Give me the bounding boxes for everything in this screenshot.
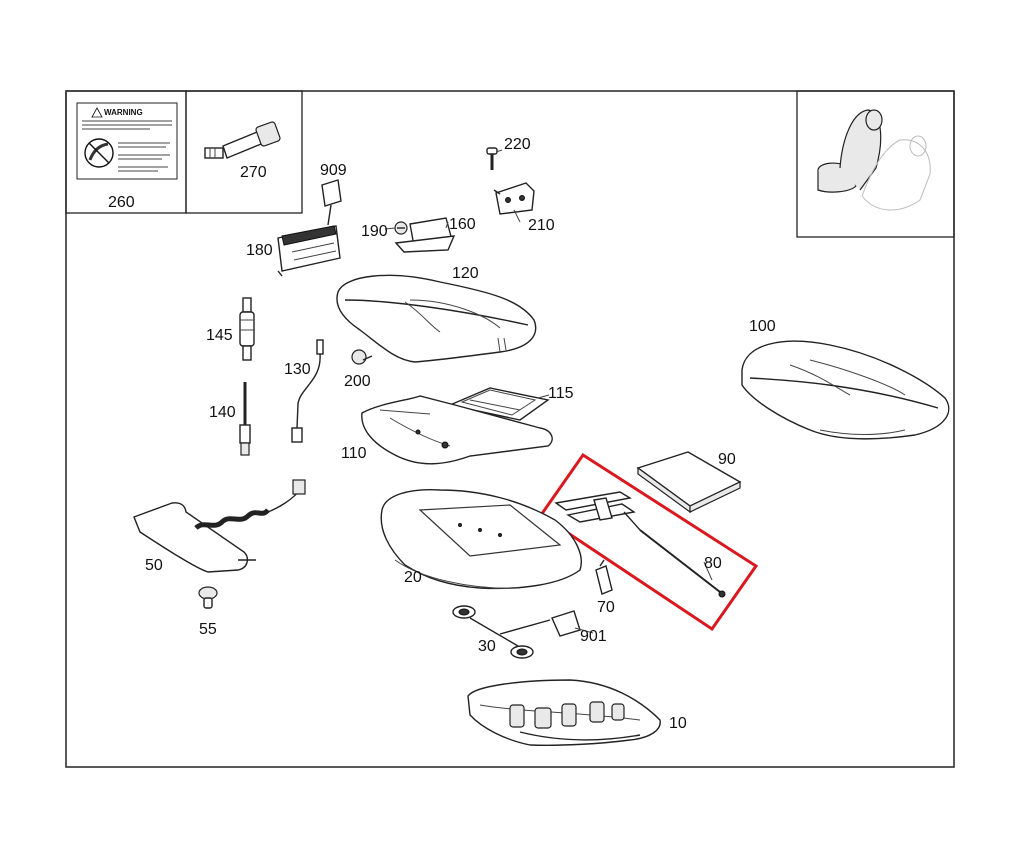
part-210-bracket <box>493 182 535 215</box>
part-200-clip <box>351 349 373 365</box>
part-label-200: 200 <box>344 373 371 390</box>
part-160-plate <box>394 217 456 253</box>
part-120-seat-cover <box>336 274 537 363</box>
part-110-mat <box>361 395 553 465</box>
part-115-pad <box>447 387 550 421</box>
inset-box-270 <box>185 90 303 214</box>
highlight-box-part-80 <box>538 452 759 632</box>
part-55-pin <box>198 586 218 609</box>
part-70-clip <box>595 559 613 595</box>
seat-thumbnail-image <box>817 109 931 211</box>
warning-title: WARNING <box>104 108 143 117</box>
part-80-sensor-mat <box>554 491 726 598</box>
leader-lines <box>384 149 713 634</box>
seat-thumbnail-box <box>796 90 955 238</box>
part-label-270: 270 <box>240 164 267 181</box>
part-909-tag <box>321 179 342 226</box>
part-label-55: 55 <box>199 621 217 638</box>
part-label-120: 120 <box>452 265 479 282</box>
part-50-heater <box>133 479 306 573</box>
part-label-909: 909 <box>320 162 347 179</box>
part-20-seat-foam <box>380 488 582 590</box>
part-270-connector <box>204 121 281 159</box>
part-10-seat-pan <box>467 679 661 746</box>
part-label-90: 90 <box>718 451 736 468</box>
part-label-80: 80 <box>704 555 722 572</box>
part-label-145: 145 <box>206 327 233 344</box>
part-label-110: 110 <box>341 445 367 462</box>
part-label-130: 130 <box>284 361 311 378</box>
part-901-connector <box>551 610 581 637</box>
part-label-160: 160 <box>449 216 476 233</box>
part-label-210: 210 <box>528 217 555 234</box>
part-label-10: 10 <box>669 715 687 732</box>
warning-label-260: WARNING <box>76 102 178 180</box>
part-140-rod <box>239 382 251 456</box>
part-100-cushion <box>741 340 950 440</box>
part-label-30: 30 <box>478 638 496 655</box>
part-label-901: 901 <box>580 628 607 645</box>
part-label-50: 50 <box>145 557 163 574</box>
part-90-pad <box>636 451 742 514</box>
part-label-260: 260 <box>108 194 135 211</box>
part-label-220: 220 <box>504 136 531 153</box>
part-130-cable <box>291 339 324 443</box>
part-label-70: 70 <box>597 599 615 616</box>
part-220-bolt <box>486 147 498 170</box>
diagram-frame <box>65 90 955 768</box>
part-145-fastener <box>239 297 255 361</box>
part-190-screw <box>394 221 408 235</box>
part-label-190: 190 <box>361 223 388 240</box>
part-label-140: 140 <box>209 404 236 421</box>
part-label-100: 100 <box>749 318 776 335</box>
part-180-module <box>277 225 341 277</box>
part-30-grommets <box>452 605 551 659</box>
part-label-180: 180 <box>246 242 273 259</box>
part-label-20: 20 <box>404 569 422 586</box>
part-label-115: 115 <box>548 385 574 402</box>
